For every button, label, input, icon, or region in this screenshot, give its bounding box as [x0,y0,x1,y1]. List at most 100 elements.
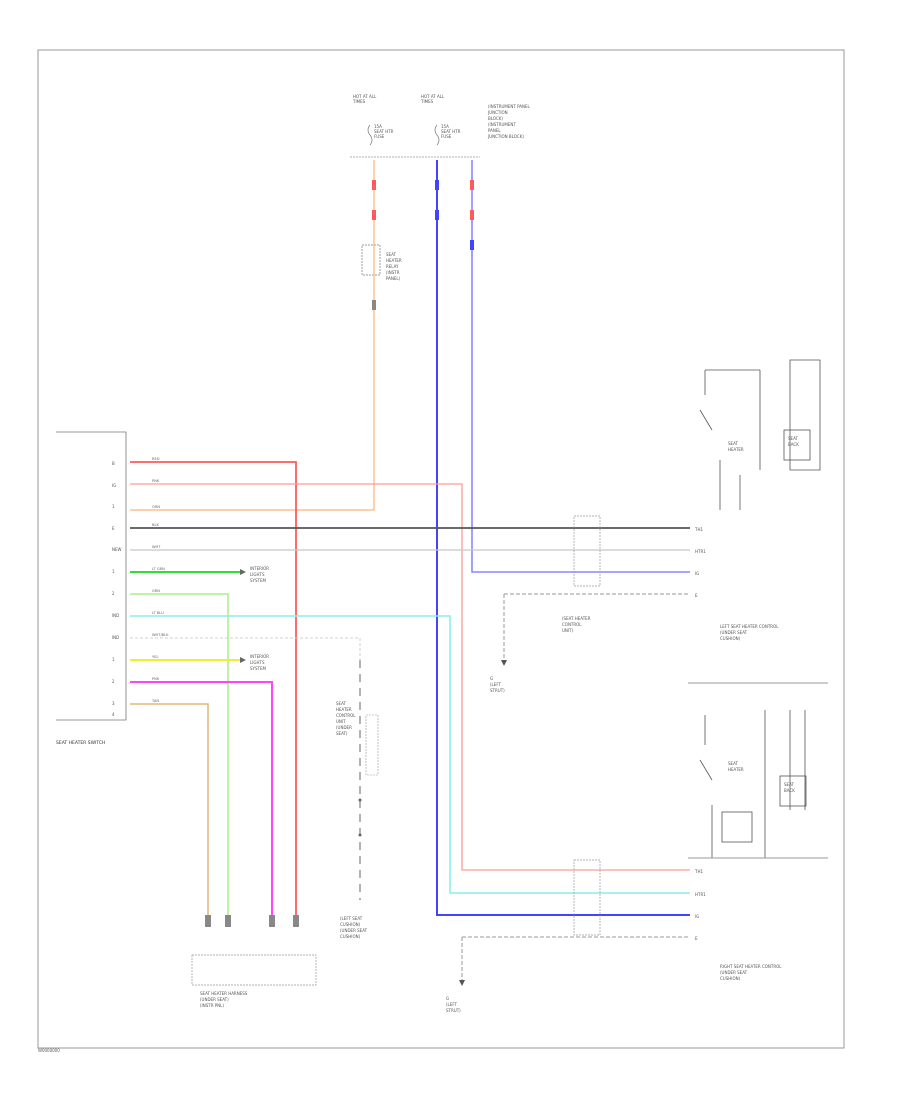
fuse2-label-line3: 15A [441,124,449,129]
mid-label-2: CUSHION) [340,922,361,927]
switch-pin-10: 1 [112,657,115,662]
fuse2-label-line1: HOT AT ALL [421,94,445,99]
wire-cyan [130,615,690,894]
switch-pin-11: 2 [112,679,115,684]
wire-blue-feed [436,160,690,916]
seat-heater-1-line1: SEAT [728,441,738,446]
wire-label-white: WHT [152,545,161,549]
bottom-connector-label-3: (INSTR PNL) [200,1003,224,1008]
wire-pink [130,483,690,871]
switch-pin-2: IG [112,483,116,488]
seat-heater-2-line1: SEAT [728,761,738,766]
relay-label-2: HEATER [386,258,402,263]
right-bottom-pin-3: IG [695,914,699,919]
fuse1-label-line5: FUSE [374,134,385,139]
right-top-pin-1: TH1 [694,527,703,532]
right-seat-connector [573,859,601,936]
indicator-arrow-2: INTERIOR LIGHTS SYSTEM [240,654,269,671]
wire-label-lightgreen: LT GRN [152,567,165,571]
switch-pin-5: NEW [112,547,122,552]
seat-box-2-line2: BACK [784,788,795,793]
right-bottom-pin-4: E [695,936,698,941]
left-seat-heater-label-2: (UNDER SEAT [720,630,748,635]
fuse1-label-line3: 15A [374,124,382,129]
wire-red [130,461,297,915]
fuse2-label-line4: SEAT HTR [441,129,461,134]
ground1-line2: (LEFT [490,682,502,687]
wire-label-black: BLK [152,523,159,527]
right-top-pin-2: HTR1 [695,549,706,554]
bottom-connector-label-1: SEAT HEATER HARNESS [200,991,248,996]
fuse-block-top: HOT AT ALL TIMES 15A SEAT HTR FUSE HOT A… [350,94,531,158]
connector-top-label-1: (SEAT HEATER [562,616,591,621]
center-label-4: UNIT [336,719,346,724]
ipjb-note-5: PANEL [488,128,501,133]
seat-box-1-line2: BACK [788,442,799,447]
bottom-harness-connector: SEAT HEATER HARNESS (UNDER SEAT) (INSTR … [191,915,317,1008]
dimmer1-line2: LIGHTS [250,572,265,577]
fuse2-label-line5: FUSE [441,134,452,139]
indicator-arrow-1: INTERIOR LIGHTS SYSTEM [240,566,269,583]
wire-label-whiteblack: WHT/BLK [152,633,169,637]
dimmer2-line1: INTERIOR [250,654,269,659]
wire-label-green: GRN [152,589,160,593]
fuse1-label-line4: SEAT HTR [374,129,394,134]
left-seat-heater-element: SEAT HEATER SEAT BACK LEFT SEAT HEATER C… [699,359,821,641]
ground1-line3: STRUT) [490,688,505,693]
right-seat-heater-label-3: CUSHION) [720,976,741,981]
ground2-line3: STRUT) [446,1008,461,1013]
left-seat-connector: (SEAT HEATER CONTROL UNIT) [562,515,601,633]
wire-tan [130,703,209,915]
wire-label-red: RED [152,457,160,461]
wire-label-magenta: PNK [152,677,160,681]
right-seat-heater-element: SEAT HEATER SEAT BACK RIGHT SEAT HEATER … [688,710,828,981]
ipjb-note-1: (INSTRUMENT PANEL [488,104,531,109]
center-label-5: (UNDER [336,725,352,730]
switch-label: SEAT HEATER SWITCH [56,740,105,746]
ipjb-note-4: (INSTRUMENT [488,122,516,127]
right-pins-bottom: TH1 HTR1 IG E [694,869,706,941]
relay-label-1: SEAT [386,252,396,257]
wire-label-orange: ORN [152,505,160,509]
switch-pin-13: 4 [112,712,115,717]
wire-ground-top [503,593,690,660]
center-label-1: SEAT [336,701,346,706]
wire-lightgreen [130,593,229,915]
center-label-3: CONTROL [336,713,356,718]
seat-heater-switch: SEAT HEATER SWITCH B IG 1 E NEW 1 2 IND … [56,431,127,746]
wire-ground-bottom [461,936,690,980]
switch-pin-8: IND [112,613,119,618]
dimmer1-line3: SYSTEM [250,578,266,583]
relay-label-4: (INSTR [386,270,400,275]
center-label-6: SEAT) [336,731,348,736]
dimmer2-line2: LIGHTS [250,660,265,665]
right-bottom-pin-2: HTR1 [695,892,706,897]
relay-label-5: PANEL) [386,276,401,281]
fuse2-label-line2: TIMES [420,99,434,104]
mid-label-4: CUSHION) [340,934,361,939]
wire-magenta [130,681,273,915]
ipjb-note-2: JUNCTION [487,110,508,115]
connector-top-label-3: UNIT) [562,628,574,633]
switch-pin-4: E [112,526,115,531]
seat-box-1-line1: SEAT [788,436,798,441]
mid-connector-label: (LEFT SEAT CUSHION) (UNDER SEAT CUSHION) [340,916,368,939]
right-seat-heater-label-1: RIGHT SEAT HEATER CONTROL [720,964,782,969]
left-seat-heater-label-1: LEFT SEAT HEATER CONTROL [720,624,779,629]
figure-code: W0000000 [38,1048,60,1053]
switch-pin-9: IND [112,635,119,640]
seat-box-2-line1: SEAT [784,782,794,787]
right-bottom-pin-1: TH1 [694,869,703,874]
center-control-label: SEAT HEATER CONTROL UNIT (UNDER SEAT) [336,701,379,776]
right-seat-heater-label-2: (UNDER SEAT [720,970,748,975]
mid-label-3: (UNDER SEAT [340,928,368,933]
switch-pin-1: B [112,461,115,466]
ground2-line2: (LEFT [446,1002,458,1007]
wire-orange-feed [130,160,375,511]
seat-heater-2-line2: HEATER [728,767,744,772]
right-top-pin-4: E [695,593,698,598]
switch-pin-6: 1 [112,569,115,574]
wire-whiteblack [130,637,361,660]
switch-pin-3: 1 [112,504,115,509]
